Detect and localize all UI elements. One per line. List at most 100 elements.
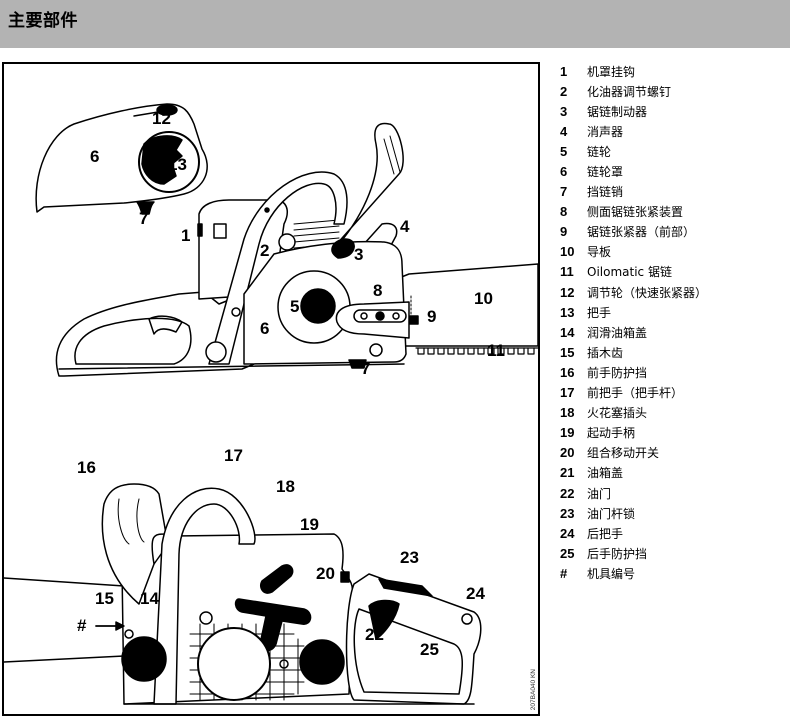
label-plate	[213, 223, 227, 239]
upper-base-line	[58, 363, 405, 370]
legend-label: 化油器调节螺钉	[587, 84, 672, 99]
legend-label: 前手防护挡	[587, 365, 648, 380]
callout-15: 15	[95, 589, 114, 608]
legend-label: 侧面锯链张紧装置	[587, 205, 684, 220]
legend-number: 8	[560, 204, 568, 220]
callout-23: 23	[400, 548, 419, 567]
fuel-tank-cap	[299, 639, 345, 685]
parts-figure: 12 6 13 7 1 2 3 4 5 6 7 8 9 10 11 16 17 …	[2, 62, 540, 716]
callout-4: 4	[400, 217, 410, 236]
rear-hand-guard	[353, 608, 464, 695]
legend-number: 16	[560, 364, 575, 380]
serial-arrow-head	[115, 621, 125, 631]
legend-number: 13	[560, 304, 575, 320]
cooling-fins	[293, 219, 340, 255]
handle-bolt-bottom	[205, 341, 227, 363]
starter-cover	[197, 627, 271, 701]
saw-chain	[415, 347, 538, 355]
legend-number: 11	[560, 264, 574, 280]
lower-chainsaw-drawing	[4, 483, 482, 705]
callout-7: 7	[361, 359, 371, 378]
legend-label: 导板	[587, 245, 612, 260]
legend-label: 起动手柄	[587, 426, 636, 441]
legend-label: 锯链张紧器（前部）	[587, 225, 696, 240]
legend-item: 20 组合移动开关	[560, 443, 785, 463]
legend-number: 7	[560, 184, 568, 200]
section-title: 主要部件	[8, 11, 78, 31]
chain-brake	[331, 238, 355, 259]
callout-2: 2	[260, 241, 270, 260]
slot-hole-left	[360, 312, 368, 320]
legend-label: 插木齿	[587, 345, 624, 360]
legend-label: 油箱盖	[587, 466, 624, 481]
throttle-lockout	[378, 578, 433, 597]
legend-item: 15 插木齿	[560, 342, 785, 362]
handle-bolt-mid	[231, 307, 241, 317]
callout-5: 5	[290, 297, 300, 316]
sprocket	[300, 288, 336, 324]
adjusting-wheel-top	[156, 104, 178, 116]
callout-13: 13	[168, 155, 187, 174]
handle-bolt-top	[278, 233, 296, 251]
chainsaw-illustration	[4, 103, 538, 705]
legend-number: 14	[560, 324, 575, 340]
legend-item: 11 Oilomatic 锯链	[560, 262, 785, 282]
callout-serial-hash: #	[77, 616, 87, 635]
legend-number: 18	[560, 405, 575, 421]
callout-24: 24	[466, 584, 485, 603]
legend-label: 机罩挂钩	[587, 64, 636, 79]
callout-10: 10	[474, 289, 493, 308]
legend-label: 把手	[587, 305, 612, 320]
legend-label: 油门	[587, 486, 612, 501]
callout-1: 1	[181, 226, 191, 245]
slot-hole-right	[392, 312, 400, 320]
callout-19: 19	[300, 515, 319, 534]
upper-chainsaw-drawing	[55, 122, 538, 377]
sprocket-cover-drawing	[35, 103, 208, 215]
section-header: 主要部件	[0, 0, 790, 48]
legend-item: #机具编号	[560, 563, 785, 583]
callout-8: 8	[373, 281, 383, 300]
legend-number: 3	[560, 103, 568, 119]
callout-12-top: 12	[152, 109, 171, 128]
legend-label: Oilomatic 锯链	[587, 265, 672, 280]
legend-item: 16 前手防护挡	[560, 362, 785, 382]
master-control	[340, 571, 350, 583]
chain-catcher-top	[136, 201, 155, 215]
legend-number: 15	[560, 344, 575, 360]
callout-14: 14	[140, 589, 159, 608]
front-tensioner	[409, 315, 419, 325]
legend-label: 组合移动开关	[587, 446, 660, 461]
hand-guard-lower-ribs	[117, 498, 145, 545]
spark-plug-boot	[260, 564, 294, 594]
front-handle-bar-lower	[153, 487, 256, 705]
legend-label: 火花塞插头	[587, 406, 648, 421]
hand-guard-ribs	[383, 135, 401, 175]
legend-item: 13 把手	[560, 302, 785, 322]
legend-number: 19	[560, 425, 575, 441]
legend-number: 17	[560, 385, 575, 401]
housing-bolt	[199, 611, 213, 625]
throttle-trigger	[368, 599, 400, 640]
legend-number: 20	[560, 445, 575, 461]
legend-number: 22	[560, 485, 575, 501]
legend-item: 21 油箱盖	[560, 463, 785, 483]
tensioner-screw	[375, 311, 385, 321]
legend-number: 6	[560, 164, 568, 180]
legend-number: 24	[560, 525, 575, 541]
adjusting-wheel-handle	[141, 135, 183, 185]
cover-lock	[197, 223, 203, 237]
legend-number: 23	[560, 505, 575, 521]
legend-number: 21	[560, 465, 575, 481]
callout-20: 20	[316, 564, 335, 583]
callout-18: 18	[276, 477, 295, 496]
